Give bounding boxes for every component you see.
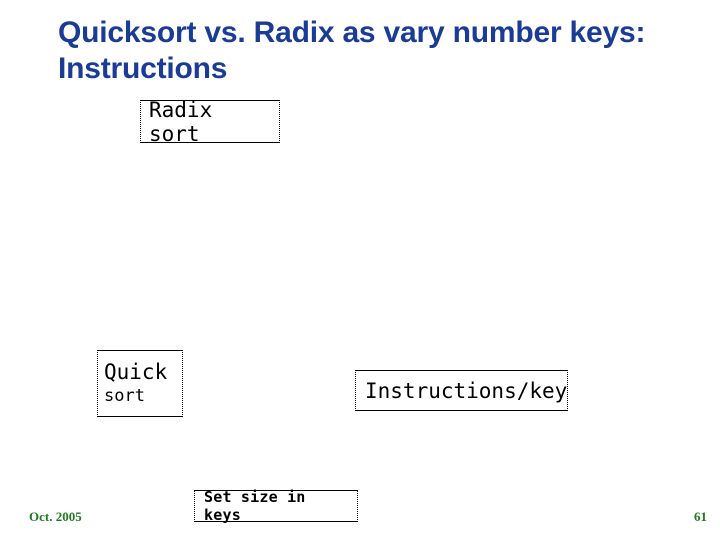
chart-label-quick-sort-line1: Quick [104,360,168,384]
chart-label-radix-sort: Radix sort [140,97,280,146]
chart-axis-label-set-size-in-keys-text: Set size in keys [204,488,306,524]
footer-slide-number: 61 [694,509,707,524]
chart-label-quick-sort: Quick sort [97,350,183,417]
chart-axis-label-set-size-in-keys: Set size in keys [194,488,358,524]
chart-label-quick-sort-line2: sort [104,386,145,406]
footer-date: Oct. 2005 [29,509,82,524]
chart-axis-label-instructions-per-key: Instructions/key [355,370,568,411]
chart-label-radix-sort-text: Radix sort [149,97,213,146]
page-title: Quicksort vs. Radix as vary number keys:… [58,16,646,85]
chart-axis-label-instructions-per-key-text: Instructions/key [365,378,568,403]
